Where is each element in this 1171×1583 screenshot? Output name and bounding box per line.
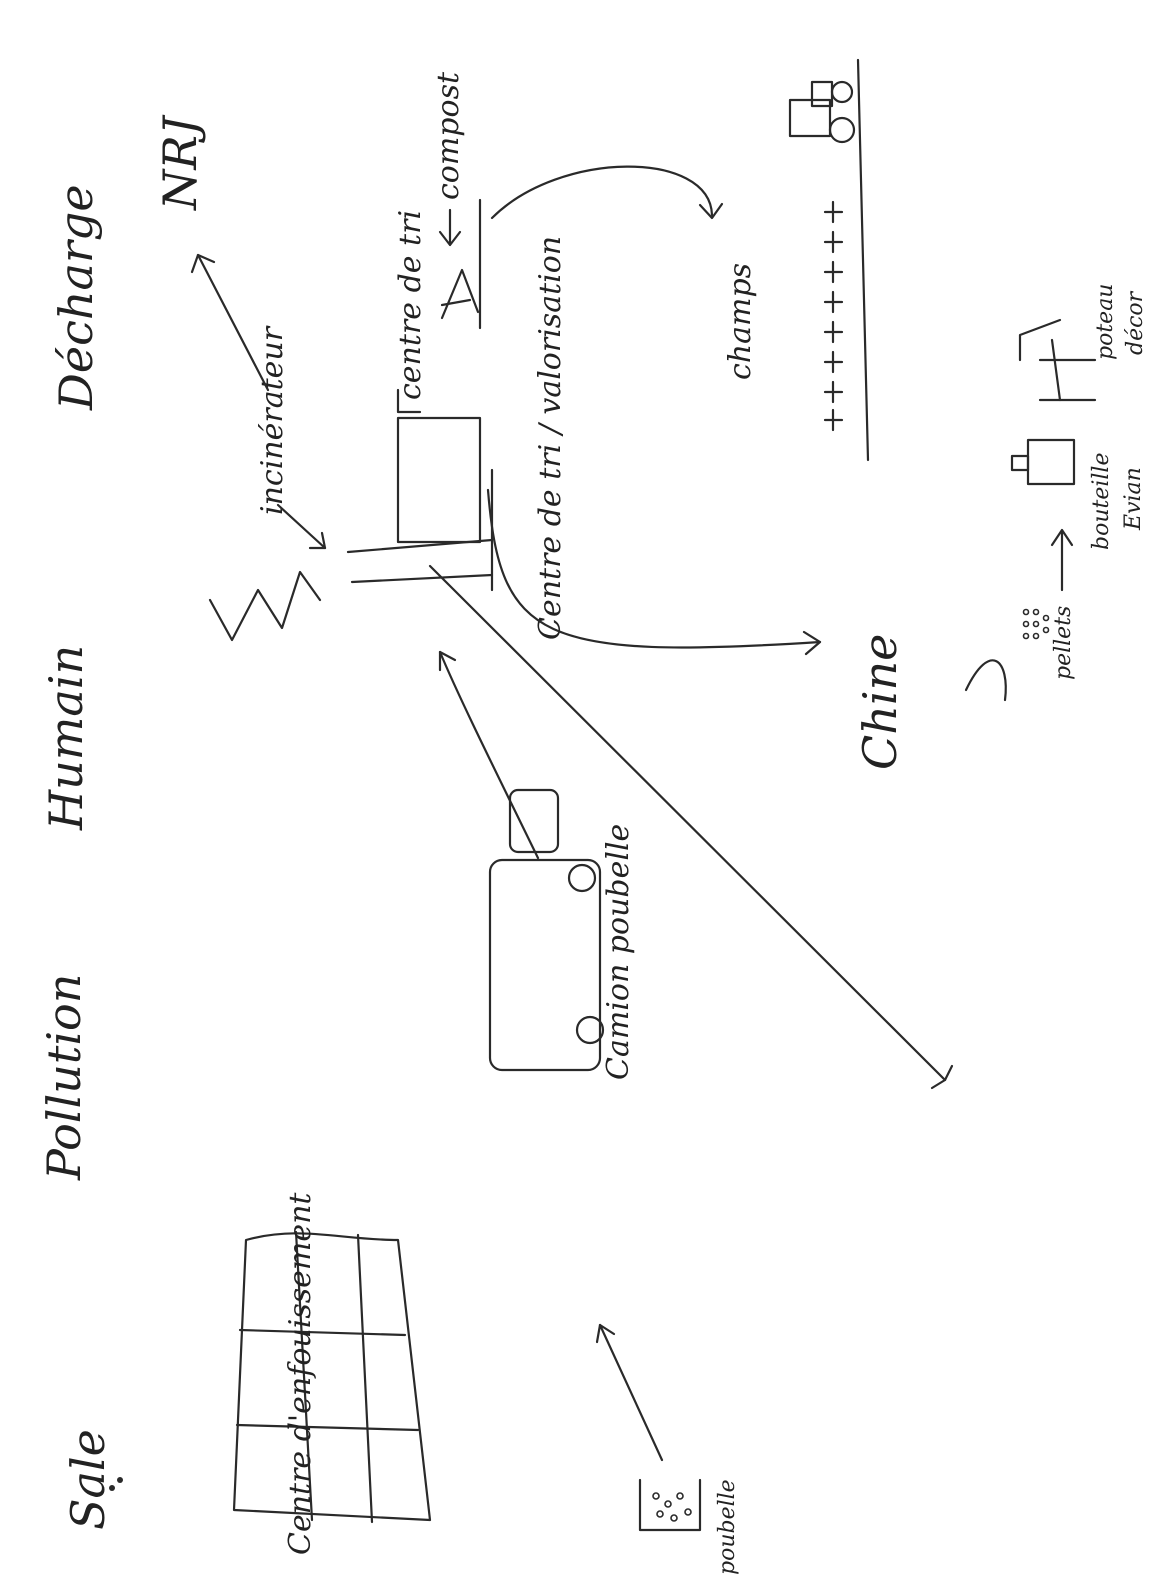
compost-pile bbox=[442, 270, 478, 318]
sale-dot bbox=[117, 1477, 123, 1483]
incinerateur-pointer-arrow bbox=[278, 505, 325, 548]
centre-tri-box bbox=[398, 418, 480, 542]
label-poubelle: poubelle bbox=[715, 1479, 740, 1575]
champs-plants bbox=[825, 202, 842, 430]
arrow-poubelle-to-truck bbox=[600, 1325, 662, 1460]
label-camion-poubelle: Camion poubelle bbox=[601, 824, 636, 1080]
arrow-pellets-to-bouteille bbox=[1052, 530, 1072, 590]
incinerator-zigzag bbox=[210, 572, 320, 640]
centre-tri-shelf-2 bbox=[352, 575, 492, 582]
label-centre-de-tri-top: centre de tri bbox=[393, 210, 428, 400]
label-sale: Sale bbox=[61, 1429, 115, 1530]
sale-dot-2 bbox=[109, 1485, 115, 1491]
arrow-compost-to-champs bbox=[492, 167, 712, 218]
label-nrj: NRJ bbox=[153, 114, 207, 211]
trash-bin-icon bbox=[640, 1480, 700, 1530]
label-humain: Humain bbox=[39, 645, 93, 831]
tractor-icon bbox=[790, 82, 854, 142]
arrow-incinerateur-to-nrj bbox=[198, 255, 268, 390]
label-centre-de-tri-valorisation: Centre de tri / valorisation bbox=[533, 236, 568, 640]
pellets-icon bbox=[1024, 610, 1049, 639]
champs-ground bbox=[858, 60, 868, 460]
label-pollution: Pollution bbox=[37, 974, 91, 1181]
label-chine: Chine bbox=[853, 634, 907, 770]
label-pellets: pellets bbox=[1051, 606, 1076, 680]
label-compost: compost bbox=[431, 71, 466, 200]
label-champs: champs bbox=[723, 263, 758, 380]
bottle-icon bbox=[1012, 440, 1074, 484]
label-evian: Evian bbox=[1121, 467, 1146, 531]
compost-pointer bbox=[440, 210, 460, 245]
label-bouteille: bouteille bbox=[1089, 453, 1114, 551]
arrow-truck-to-centre bbox=[440, 652, 538, 858]
label-incinerateur: incinérateur bbox=[255, 325, 290, 515]
post-icon bbox=[1020, 320, 1095, 400]
landfill-grid-icon bbox=[234, 1232, 430, 1522]
label-decor: décor bbox=[1123, 290, 1148, 355]
label-decharge: Décharge bbox=[49, 184, 103, 411]
label-poteau: poteau bbox=[1093, 284, 1118, 360]
chine-hook bbox=[966, 660, 1006, 700]
garbage-truck-icon bbox=[490, 790, 603, 1070]
label-centre-enfouissement: Centre d'enfouissement bbox=[283, 1192, 318, 1555]
